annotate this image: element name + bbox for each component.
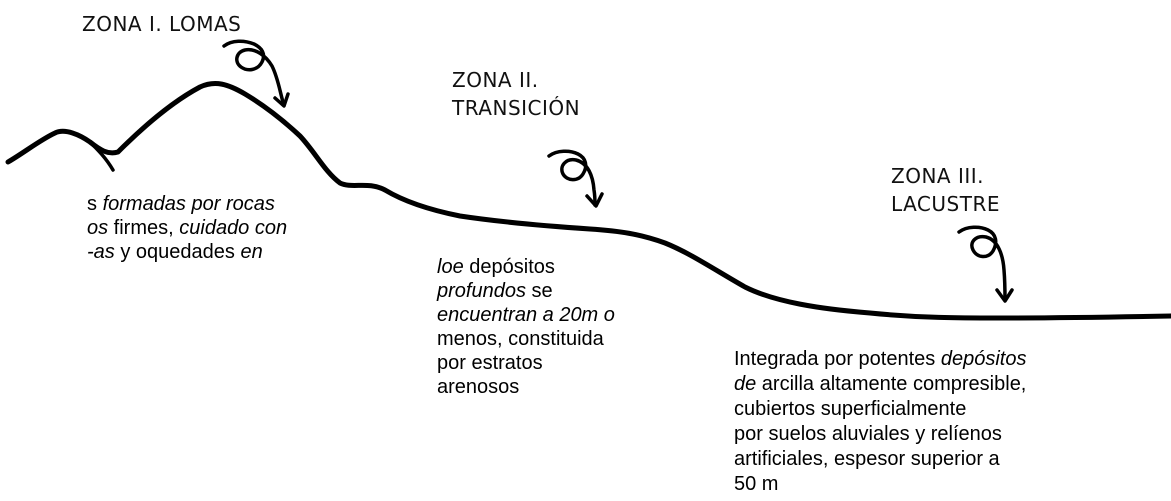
text: por estratos (437, 352, 543, 374)
text: por suelos aluviales y relíenos (734, 423, 1002, 445)
text: arcilla altamente compresible, (756, 373, 1027, 395)
italic-text: profundos (437, 280, 526, 302)
italic-text: depósitos (940, 348, 1027, 370)
description-line: Integrada por potentes depósitos (734, 347, 1026, 372)
italic-text: os (87, 217, 109, 239)
description-line: profundos se (437, 279, 615, 303)
text: arenosos (437, 376, 520, 398)
text: firmes, (108, 217, 180, 239)
zone-1-arrow-icon (273, 92, 290, 108)
zone-2-swirl-icon (547, 149, 597, 207)
description-line: os firmes, cuidado con (87, 216, 287, 240)
italic-text: en (240, 241, 263, 263)
zone-title-line: ZONA I. LOMAS (82, 12, 242, 36)
zone-3-arrow-icon (995, 288, 1014, 303)
italic-text: encuentran a 20m o (437, 304, 615, 326)
zone-2-title: ZONA II. TRANSICIÓN (452, 66, 580, 122)
description-line: loe depósitos (437, 255, 615, 279)
text: menos, constituida (437, 328, 604, 350)
italic-text: loe (437, 256, 464, 278)
italic-text: -as (87, 241, 115, 263)
description-line: -as y oquedades en (87, 240, 287, 264)
description-line: 50 m (734, 472, 1026, 497)
italic-text: formadas por rocas (102, 193, 275, 215)
description-line: de arcilla altamente compresible, (734, 372, 1026, 397)
text: se (525, 280, 553, 302)
text: Integrada por potentes (734, 348, 941, 370)
terrain-profile-line (5, 81, 1171, 321)
zone-title-line: ZONA II. (452, 68, 539, 92)
text: s (87, 193, 103, 215)
text: depósitos (463, 256, 555, 278)
zone-1-title: ZONA I. LOMAS (82, 10, 241, 38)
description-line: menos, constituida (437, 327, 615, 351)
italic-text: de (734, 373, 757, 395)
text: 50 m (734, 473, 779, 495)
zone-title-line: ZONA III. (891, 164, 984, 188)
secondary-ridge-line (88, 140, 115, 172)
text: y oquedades (114, 241, 241, 263)
zone-3-swirl-icon (957, 225, 1007, 302)
description-line: artificiales, espesor superior a (734, 447, 1026, 472)
zone-1-swirl-icon (222, 39, 285, 104)
description-line: s formadas por rocas (87, 192, 287, 216)
italic-text: cuidado con (179, 217, 288, 239)
zone-2-arrow-icon (585, 192, 604, 208)
description-line: por estratos (437, 351, 615, 375)
zone-title-line: TRANSICIÓN (452, 96, 581, 120)
description-line: cubiertos superficialmente (734, 397, 1026, 422)
description-line: arenosos (437, 375, 615, 399)
description-line: por suelos aluviales y relíenos (734, 422, 1026, 447)
description-line: encuentran a 20m o (437, 303, 615, 327)
zone-3-title: ZONA III. LACUSTRE (891, 162, 1000, 218)
text: artificiales, espesor superior a (734, 448, 1000, 470)
zone-title-line: LACUSTRE (891, 192, 1000, 216)
text: cubiertos superficialmente (734, 398, 967, 420)
